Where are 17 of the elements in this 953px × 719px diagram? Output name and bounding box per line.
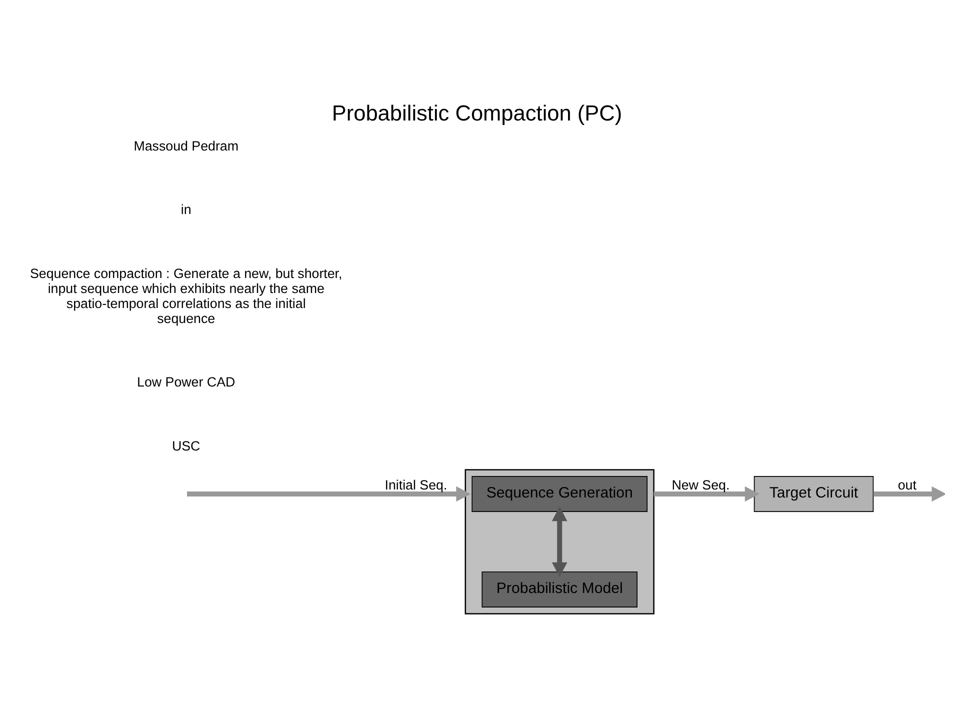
edge-label: New Seq. <box>671 477 730 492</box>
label: in <box>180 202 191 217</box>
node-box: Sequence Generation <box>471 475 648 512</box>
label: Massoud Pedram <box>133 138 238 153</box>
arrow <box>551 506 567 576</box>
label: USC <box>171 438 200 453</box>
diagram-title: Probabilistic Compaction (PC) <box>331 100 622 125</box>
label: Sequence compaction : Generate a new, but shorter, input sequence which exhibits nearly the same spatio-temporal correlations as the initial sequence <box>29 265 342 326</box>
edge-label: out <box>897 477 916 492</box>
node-box: Target Circuit <box>753 475 874 512</box>
label: Low Power CAD <box>136 374 235 390</box>
arrow <box>186 486 470 502</box>
arrow <box>653 486 759 502</box>
arrow <box>872 486 944 502</box>
edge-label: Initial Seq. <box>384 477 447 492</box>
cluster <box>464 468 654 614</box>
node-box: Probabilistic Model <box>481 570 637 607</box>
